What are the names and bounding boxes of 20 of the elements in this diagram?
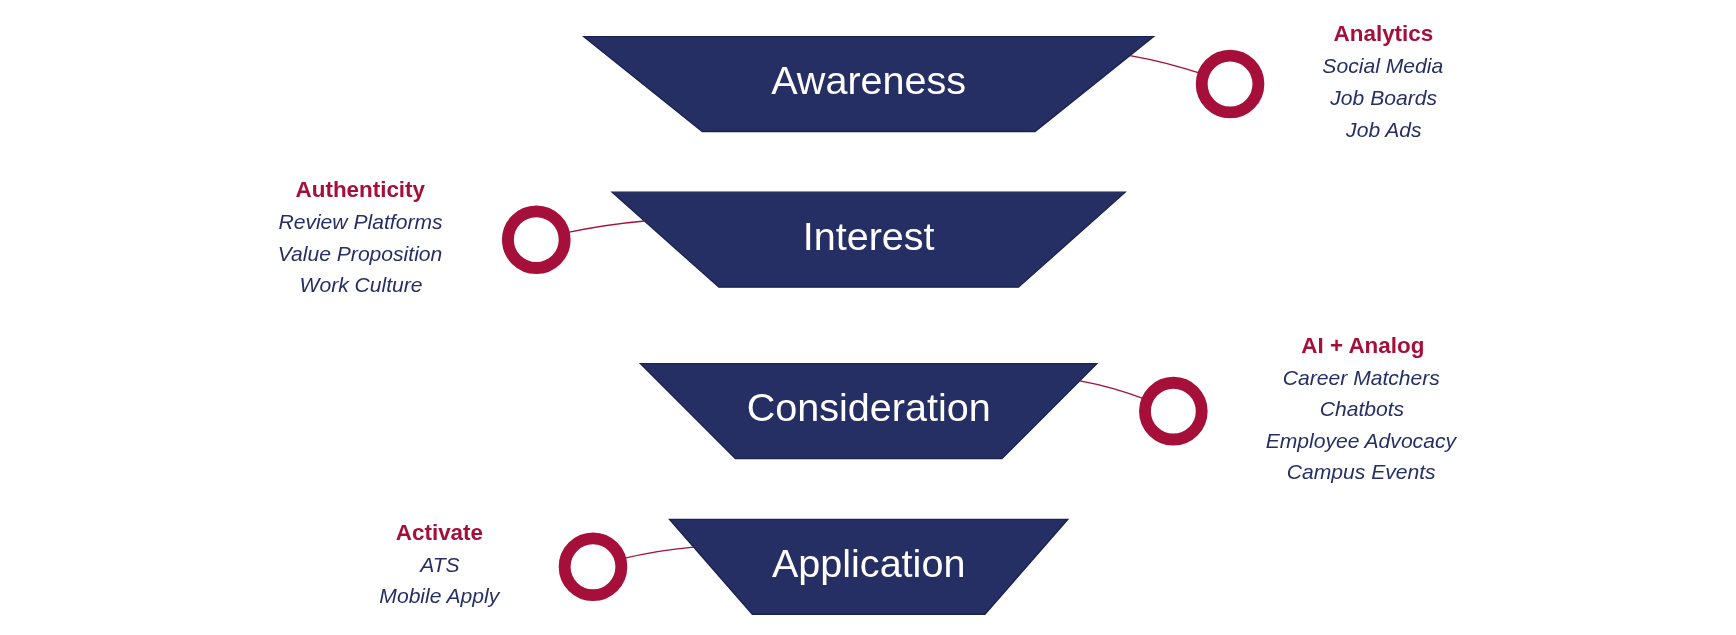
node-circle [1195, 49, 1265, 119]
node-label: Career Matchers [1282, 365, 1440, 389]
node-label: Campus Events [1286, 460, 1436, 484]
node-label: ATS [420, 552, 460, 576]
node-label: Social Media [1322, 54, 1444, 78]
node-label: Job Boards [1330, 85, 1438, 109]
node-label: Work Culture [299, 273, 423, 297]
node-circle [1139, 376, 1208, 446]
node-label: Activate [395, 519, 483, 545]
node-label: Chatbots [1319, 397, 1405, 421]
node-circle [502, 205, 571, 274]
node-label: Review Platforms [278, 209, 443, 233]
node-label: Mobile Apply [379, 584, 500, 608]
node-circle [558, 532, 628, 602]
node-label: Authenticity [295, 176, 426, 202]
node-label: AI + Analog [1301, 332, 1425, 358]
node-label: Job Ads [1346, 117, 1422, 141]
node-label: Employee Advocacy [1265, 428, 1456, 452]
node-label: Value Proposition [277, 241, 443, 265]
node-label: Analytics [1333, 21, 1434, 47]
